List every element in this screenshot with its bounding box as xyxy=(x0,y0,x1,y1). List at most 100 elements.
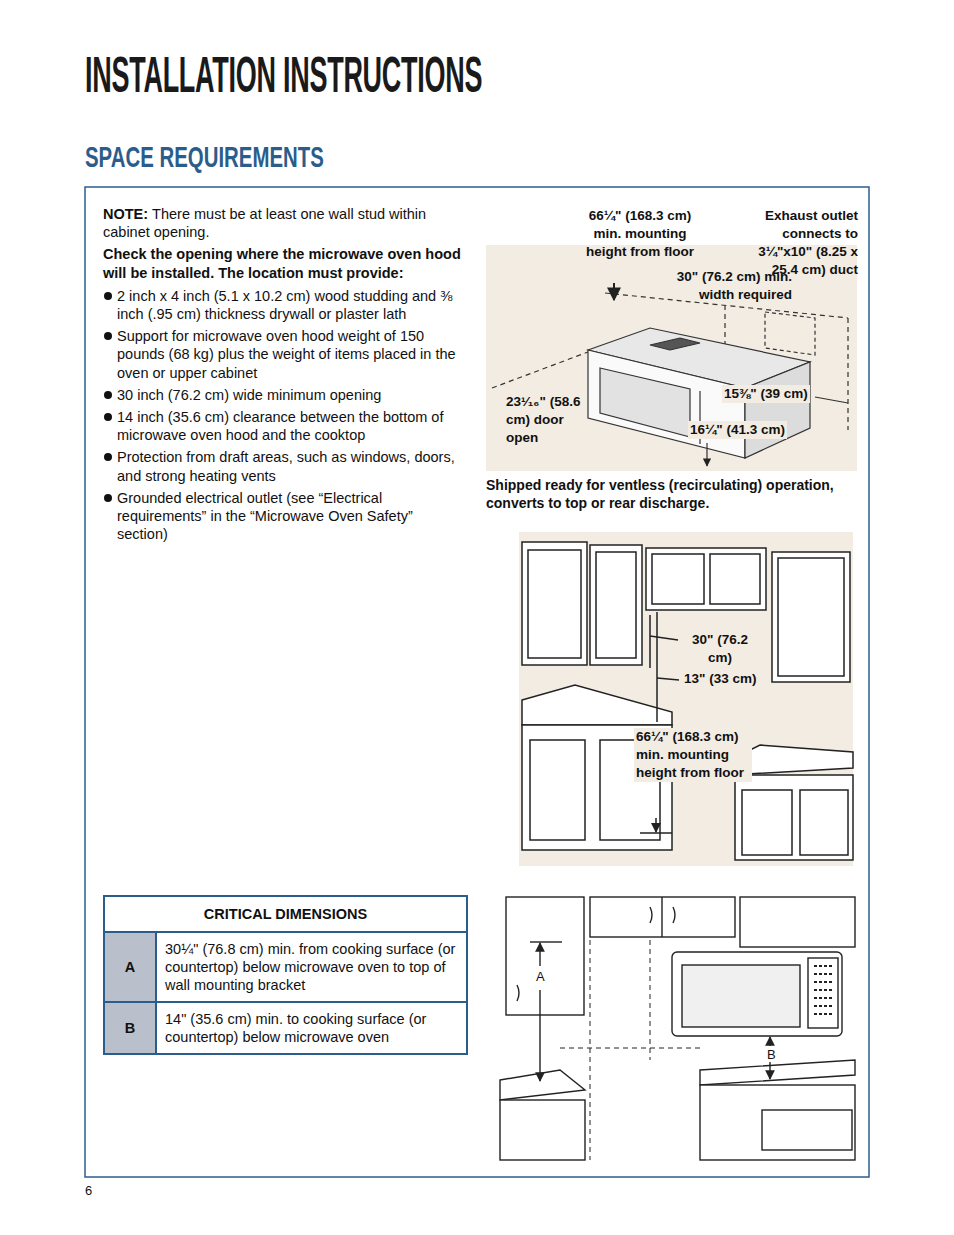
kitchen-cabinets-figure-part xyxy=(649,615,651,668)
bullet-item: 2 inch x 4 inch (5.1 x 10.2 cm) wood stu… xyxy=(103,287,465,323)
installed-microwave-figure-part xyxy=(672,952,842,1036)
dimension-label: 13" (33 cm) xyxy=(682,670,758,688)
kitchen-cabinets-figure-part xyxy=(656,612,658,722)
kitchen-cabinets-figure-part xyxy=(519,532,853,866)
installed-microwave-figure-part xyxy=(769,1062,770,1079)
installed-microwave-figure-part xyxy=(517,985,519,1001)
microwave-figure-part xyxy=(492,352,588,388)
panel-border xyxy=(85,187,869,1177)
microwave-figure-part xyxy=(613,283,615,300)
dimension-label: 66¼" (168.3 cm) min. mounting height fro… xyxy=(578,207,702,261)
table-cell: 14" (35.6 cm) min. to cooking surface (o… xyxy=(156,1002,467,1054)
note-paragraph: NOTE:There must be at least one wall stu… xyxy=(103,205,465,241)
table-key: A xyxy=(104,932,156,1002)
kitchen-cabinets-figure-part xyxy=(522,542,587,665)
table-row: B 14" (35.6 cm) min. to cooking surface (… xyxy=(104,1002,467,1054)
table-header-text: CRITICAL DIMENSIONS xyxy=(113,905,458,923)
table-cell-text: 14" (35.6 cm) min. to cooking surface (o… xyxy=(165,1010,458,1046)
microwave-figure-part xyxy=(745,362,810,458)
note-text: There must be at least one wall stud wit… xyxy=(103,206,426,240)
dimension-label: 30" (76.2 cm) min. width required xyxy=(640,268,792,304)
dimension-table: CRITICAL DIMENSIONS A 30¼" (76.8 cm) min.… xyxy=(103,895,468,1055)
microwave-figure-part xyxy=(588,350,745,458)
kitchen-cabinets-figure-part xyxy=(800,790,848,855)
installed-microwave-figure-part xyxy=(500,1100,585,1160)
table-cell: 30¼" (76.8 cm) min. from cooking surface… xyxy=(156,932,467,1002)
section-heading: SPACE REQUIREMENTS xyxy=(85,142,324,172)
installed-microwave-figure-part xyxy=(500,1070,585,1100)
bullet-item: 30 inch (76.2 cm) wide minimum opening xyxy=(103,386,465,404)
table-cell-text: 30¼" (76.8 cm) min. from cooking surface… xyxy=(165,940,458,994)
installed-microwave-figure-part xyxy=(590,897,735,937)
kitchen-cabinets-figure-part xyxy=(650,636,678,640)
installed-microwave-figure-part xyxy=(762,1110,852,1150)
microwave-figure-part xyxy=(724,305,725,345)
panel-border-part xyxy=(85,187,869,1177)
table-key-text: B xyxy=(113,1019,147,1037)
kitchen-cabinets-figure xyxy=(519,532,853,866)
kitchen-cabinets-figure-part xyxy=(530,740,585,840)
table-key-text: A xyxy=(113,958,147,976)
dimension-letter: B xyxy=(765,1047,778,1062)
kitchen-cabinets-figure-part xyxy=(528,550,581,658)
microwave-figure-part xyxy=(650,338,700,350)
kitchen-cabinets-figure-part xyxy=(590,545,642,665)
text-column: NOTE:There must be at least one wall stu… xyxy=(103,205,465,547)
installed-microwave-figure-part xyxy=(506,897,584,1015)
microwave-figure-part xyxy=(706,443,707,466)
table-header: CRITICAL DIMENSIONS xyxy=(104,896,467,932)
microwave-figure-part xyxy=(765,312,815,355)
dimension-label: 30" (76.2 cm) xyxy=(682,631,758,667)
kitchen-cabinets-figure-part xyxy=(710,554,760,604)
page-number: 6 xyxy=(85,1183,92,1199)
installed-microwave-figure-part xyxy=(814,966,832,1014)
dimension-label: 15⅜" (39 cm) xyxy=(722,385,810,403)
table-key: B xyxy=(104,1002,156,1054)
installed-microwave-figure-part xyxy=(808,958,838,1028)
microwave-figure-part xyxy=(847,318,848,430)
check-paragraph: Check the opening where the microwave ov… xyxy=(103,245,465,281)
dimension-label: 66¼" (168.3 cm) min. mounting height fro… xyxy=(634,728,752,782)
installed-microwave-figure-part xyxy=(530,941,562,942)
dimension-letter: A xyxy=(534,969,547,984)
installed-microwave-figure-part xyxy=(650,940,651,1060)
bullet-list: 2 inch x 4 inch (5.1 x 10.2 cm) wood stu… xyxy=(103,287,465,544)
installed-microwave-figure-part xyxy=(539,943,540,966)
microwave-figure-part xyxy=(600,368,690,437)
kitchen-cabinets-figure-part xyxy=(742,790,792,855)
installed-microwave-figure-part xyxy=(650,907,675,923)
installed-microwave-figure-part xyxy=(539,990,540,1081)
installed-microwave-figure-part xyxy=(682,965,800,1027)
bullet-item: 14 inch (35.6 cm) clearance between the … xyxy=(103,408,465,444)
microwave-figure-part xyxy=(486,245,857,471)
table-row: CRITICAL DIMENSIONS xyxy=(104,896,467,932)
table-row: A 30¼" (76.8 cm) min. from cooking surfac… xyxy=(104,932,467,1002)
bullet-item: Protection from draft areas, such as win… xyxy=(103,448,465,484)
installed-microwave-figure-part xyxy=(700,1085,855,1160)
installed-microwave-figure-part xyxy=(700,1060,855,1085)
kitchen-cabinets-figure-part xyxy=(778,558,844,676)
installed-microwave-figure-part xyxy=(769,1037,770,1046)
kitchen-cabinets-figure-part xyxy=(522,685,672,725)
kitchen-cabinets-figure-part xyxy=(735,775,853,860)
installed-microwave-figure-part xyxy=(661,897,662,937)
kitchen-cabinets-figure-part xyxy=(657,678,679,680)
intro-text: Check the opening where the microwave ov… xyxy=(103,246,461,280)
exhaust-label: Exhaust outlet connects to 3¼"x10" (8.25… xyxy=(736,207,858,279)
installed-microwave-figure-part xyxy=(590,940,591,1160)
bullet-item: Grounded electrical outlet (see “Electri… xyxy=(103,489,465,544)
kitchen-cabinets-figure-part xyxy=(652,554,704,604)
kitchen-cabinets-figure-part xyxy=(646,548,766,610)
bullet-item: Support for microwave oven hood weight o… xyxy=(103,327,465,382)
installed-microwave-figure xyxy=(500,897,855,1160)
kitchen-cabinets-figure-part xyxy=(640,832,672,834)
installed-microwave-figure-part xyxy=(740,897,855,947)
kitchen-cabinets-figure-part xyxy=(655,818,657,832)
note-label: NOTE: xyxy=(103,206,148,222)
kitchen-cabinets-figure-part xyxy=(772,552,850,682)
page-title: INSTALLATION INSTRUCTIONS xyxy=(85,50,482,100)
dimension-label: 23¹⁄₁₆" (58.6 cm) door open xyxy=(506,393,594,447)
kitchen-cabinets-figure-part xyxy=(596,552,636,658)
microwave-figure xyxy=(486,245,857,471)
